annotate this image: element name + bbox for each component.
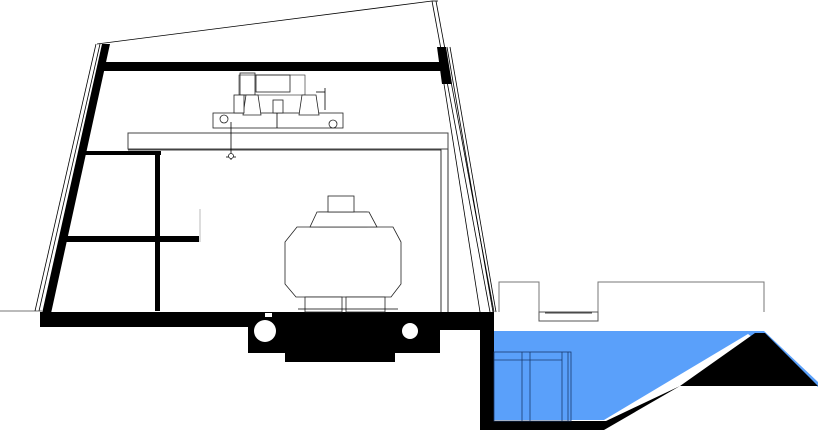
crane-rail [127, 132, 449, 151]
left-wall-outer-line [34, 43, 97, 312]
sloped-roof [96, 0, 438, 45]
right-facade [431, 0, 497, 313]
basin-structure [493, 351, 572, 422]
foundation-void-left [254, 320, 276, 342]
embankment [480, 318, 818, 430]
left-wall [41, 44, 110, 318]
crane-beam [102, 62, 446, 71]
overhead-crane [212, 72, 344, 160]
foundation-slot [265, 313, 272, 317]
central-machine [284, 195, 402, 313]
quay-structure [498, 281, 765, 322]
left-wall-outer-line-2 [38, 43, 101, 312]
water-basin [494, 331, 818, 420]
right-upper-column [437, 47, 452, 84]
annex-rooms [66, 151, 201, 311]
foundation-void-right [402, 323, 418, 339]
